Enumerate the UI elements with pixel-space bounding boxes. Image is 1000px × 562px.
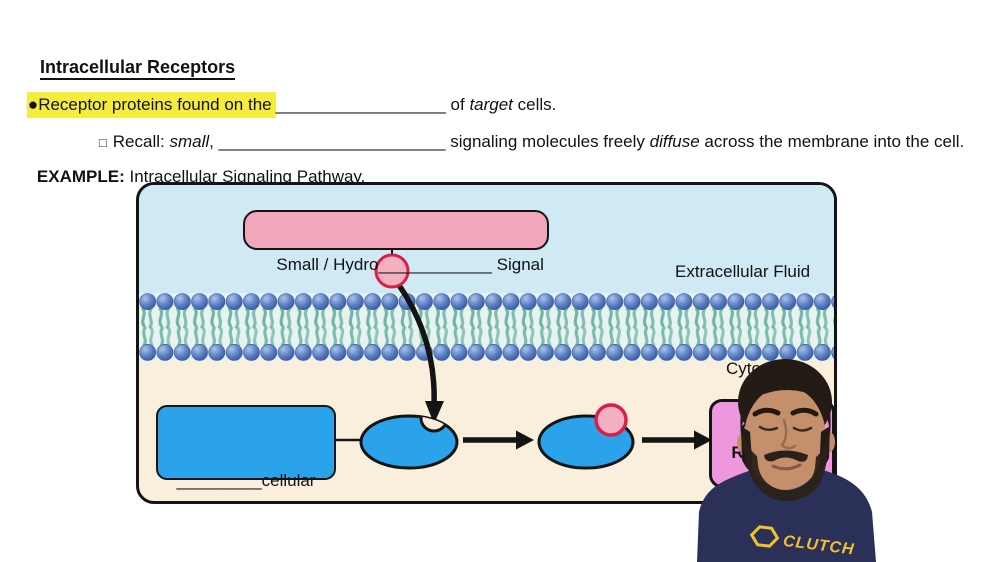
step-arrow-1-head xyxy=(516,430,534,450)
instructor-shirt xyxy=(697,465,876,562)
page-title: Intracellular Receptors xyxy=(20,34,236,100)
membrane-bilayer-icon xyxy=(139,293,834,361)
bullet-marker: ● xyxy=(27,95,39,114)
highlighted-phrase: ●Receptor proteins found on the xyxy=(26,92,276,118)
bullet-italic-word: target xyxy=(469,95,513,114)
recall-comma: , xyxy=(209,132,219,151)
instructor-webcam: CLUTCH xyxy=(697,359,876,562)
signal-path-arrowhead xyxy=(425,401,444,424)
instructor-mouth xyxy=(771,463,802,471)
instructor-eyebrows xyxy=(752,407,819,417)
bullet-line: ●Receptor proteins found on the_________… xyxy=(8,72,556,138)
recall-line: □ Recall: small, ________________________… xyxy=(80,109,964,176)
recall-blank: ________________________ xyxy=(218,132,446,151)
shirt-logo-hexagon-icon xyxy=(749,525,780,548)
receptor-label-box: _________cellular Receptor xyxy=(156,405,336,490)
recall-lead: Recall: xyxy=(112,132,170,151)
instructor-beard xyxy=(743,434,829,502)
bound-signal-icon xyxy=(594,403,628,437)
signal-molecule-icon xyxy=(374,253,410,289)
bullet-blank: __________________ xyxy=(275,95,446,114)
instructor-nose xyxy=(780,418,797,450)
signal-box-suffix: Signal xyxy=(491,255,544,274)
recall-italic-small: small xyxy=(169,132,210,151)
bullet-after: of xyxy=(445,95,470,114)
page-title-text: Intracellular Receptors xyxy=(40,57,236,80)
bullet-text: Receptor proteins found on the xyxy=(38,95,272,114)
pathway-diagram: Small / Hydro____________ Signal Extrace… xyxy=(136,182,837,504)
receptor-box-line1: _________cellular xyxy=(158,468,334,494)
bullet-end: cells. xyxy=(512,95,557,114)
receptor-box-blank: _________ xyxy=(176,471,262,490)
recall-end: across the membrane into the cell. xyxy=(699,132,965,151)
signal-label-box: Small / Hydro____________ Signal xyxy=(243,210,549,274)
instructor-mustache xyxy=(764,450,808,462)
signal-box-blank: ____________ xyxy=(378,255,492,274)
recall-marker: □ xyxy=(98,135,107,150)
instructor-hair-front xyxy=(740,362,831,436)
diagram-shapes xyxy=(332,245,712,470)
signal-box-prefix: Small / Hydro xyxy=(276,255,379,274)
extracellular-fluid-label: Extracellular Fluid xyxy=(675,262,811,281)
example-label: EXAMPLE: xyxy=(36,167,125,186)
example-line: EXAMPLE: Intracellular Signaling Pathway… xyxy=(18,144,366,210)
instructor-eyes-closed xyxy=(758,425,813,432)
example-text: Intracellular Signaling Pathway. xyxy=(124,167,366,186)
recall-italic-diffuse: diffuse xyxy=(649,132,700,151)
recall-mid: signaling molecules freely xyxy=(445,132,650,151)
signal-path-arrow xyxy=(396,282,437,408)
step-arrow-2-head xyxy=(694,430,712,450)
receptor-box-word: cellular xyxy=(261,471,316,490)
